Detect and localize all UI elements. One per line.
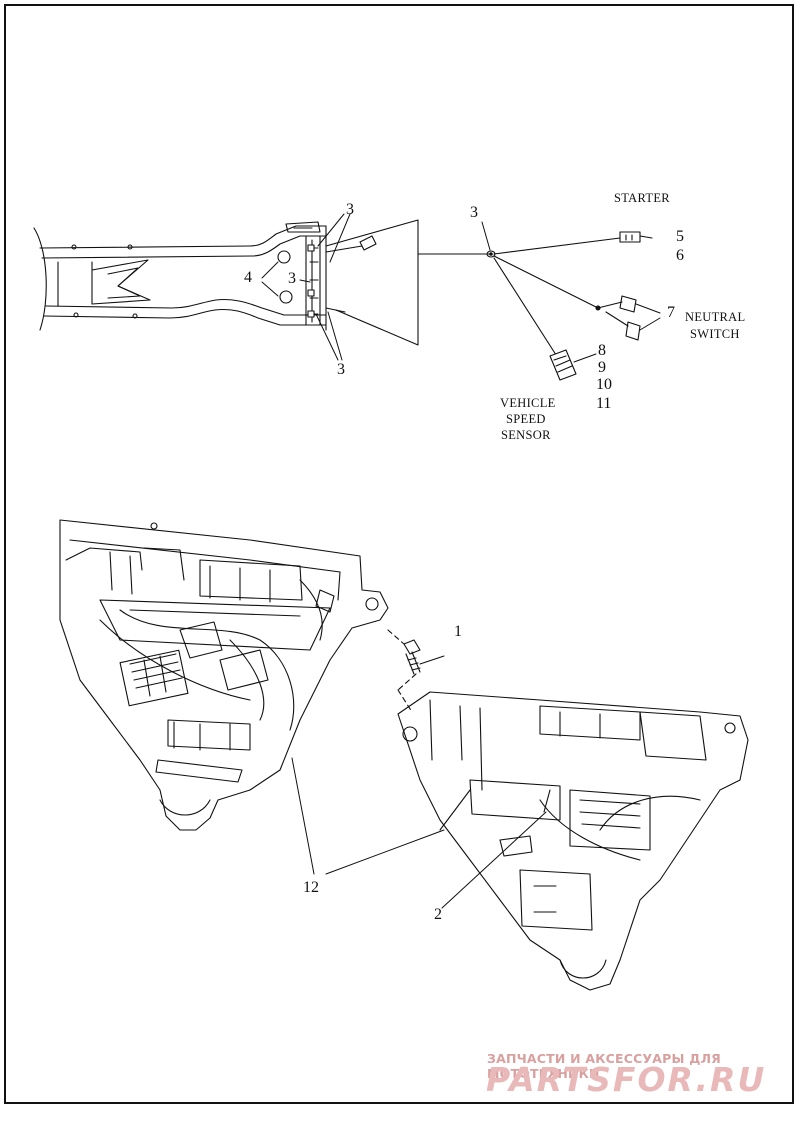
watermark-brand: PARTSFOR.RU <box>486 1060 767 1099</box>
callout-1: 1 <box>454 623 462 640</box>
watermark-tagline: ЗАПЧАСТИ И АКСЕССУАРЫ ДЛЯ МОТОТЕХНИКИ <box>487 1051 721 1081</box>
detail-assembly <box>397 691 749 991</box>
caption-neutral-switch-line1: NEUTRAL <box>685 310 746 324</box>
caption-starter: STARTER <box>614 191 670 205</box>
sensor-harness <box>481 221 653 381</box>
caption-vss-line1: VEHICLE <box>500 396 556 410</box>
callout-3-mid: 3 <box>288 270 296 287</box>
overall-assembly <box>59 519 389 831</box>
frame-assembly <box>33 219 491 346</box>
page-border <box>4 4 794 1104</box>
callout-3-top: 3 <box>346 201 354 218</box>
caption-vss-line2: SPEED <box>506 412 546 426</box>
caption-neutral-switch-line2: SWITCH <box>690 327 740 341</box>
callout-10: 10 <box>596 376 612 393</box>
callout-3-bottom: 3 <box>337 361 345 378</box>
callout-2: 2 <box>434 906 442 923</box>
callout-8: 8 <box>598 342 606 359</box>
callout-5: 5 <box>676 228 684 245</box>
bolt <box>387 629 421 713</box>
label-leaders <box>573 303 661 363</box>
callout-4: 4 <box>244 269 252 286</box>
callout-3-harness: 3 <box>470 204 478 221</box>
callout-12: 12 <box>303 879 319 896</box>
callout-7: 7 <box>667 304 675 321</box>
caption-vss-line3: SENSOR <box>501 428 551 442</box>
callout-9: 9 <box>598 359 606 376</box>
frame-leaders <box>261 213 351 361</box>
callout-11: 11 <box>596 395 612 412</box>
bottom-leaders <box>291 655 547 909</box>
callout-6: 6 <box>676 247 684 264</box>
